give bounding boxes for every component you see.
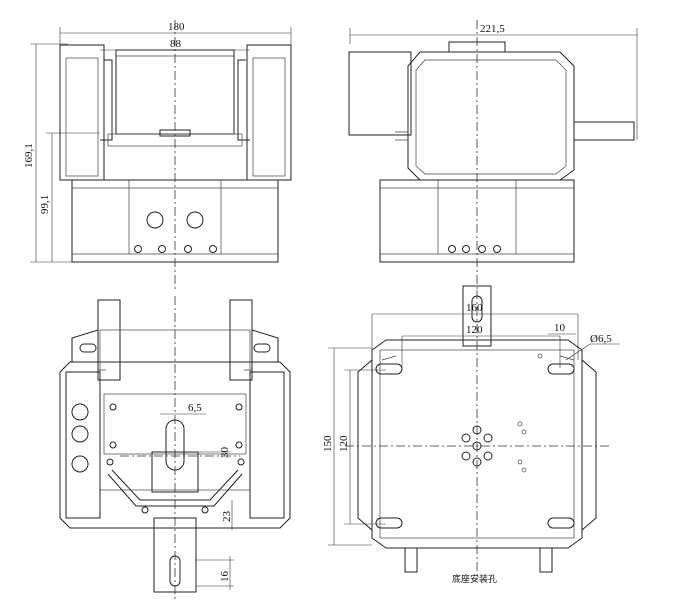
base-inner-width-dim: 120: [466, 324, 483, 336]
base-outer-width-dim: 160: [466, 302, 483, 314]
base-view: 160 120 10 Ø6,5 150 120: [322, 285, 620, 585]
top-view: 6,5 30 23 16: [59, 296, 291, 600]
side-depth-dim: 221,5: [480, 23, 505, 35]
base-slot-dim: 10: [554, 322, 566, 334]
base-caption: 底座安装孔: [452, 573, 497, 585]
front-base-dim: 99,1: [39, 195, 51, 214]
base-inner-height-dim: 120: [338, 435, 350, 452]
base-hole-dia-dim: Ø6,5: [590, 333, 612, 345]
side-view: 221,5: [348, 20, 638, 290]
top-16-dim: 16: [219, 571, 231, 583]
front-inner-dim: 88: [170, 38, 182, 50]
front-height-dim: 169,1: [23, 143, 35, 168]
top-30-dim: 30: [219, 447, 231, 459]
front-view: 180 88 169,1 99,1: [23, 20, 292, 290]
front-width-dim: 180: [168, 21, 185, 33]
base-outer-height-dim: 150: [322, 435, 334, 452]
top-23-dim: 23: [221, 511, 233, 523]
top-slot-dim: 6,5: [188, 402, 202, 414]
